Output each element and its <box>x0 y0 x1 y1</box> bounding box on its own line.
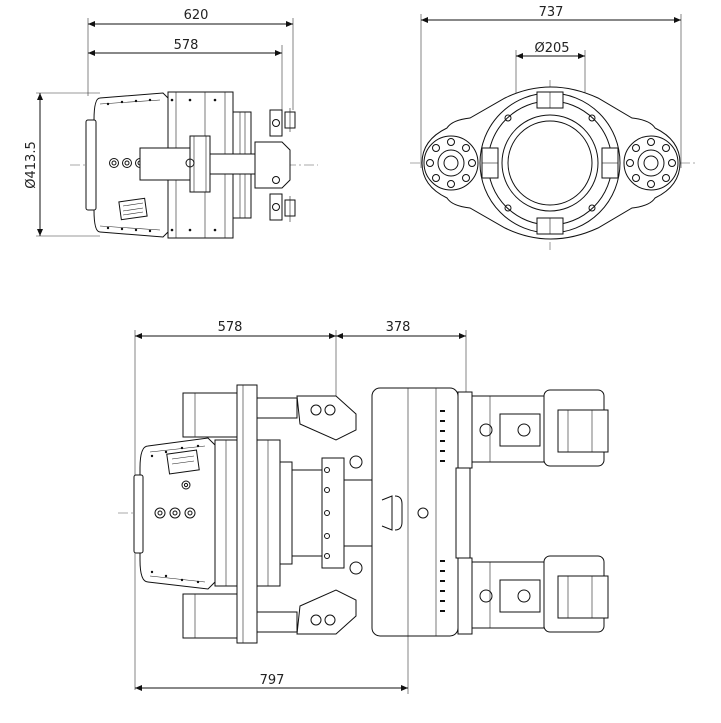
lower-hydraulic-motor <box>471 555 609 633</box>
end-view: 737 Ø205 <box>410 5 695 250</box>
plan-motor-end-cap <box>133 474 144 554</box>
shaft-collar <box>189 135 211 193</box>
dim-label-578-plan: 578 <box>218 320 243 335</box>
upper-hydraulic-motor <box>471 389 609 467</box>
coupling-body <box>291 469 323 557</box>
dim-label-bore: Ø205 <box>534 41 569 56</box>
dim-label-737: 737 <box>539 5 564 20</box>
upper-link <box>256 397 298 419</box>
lower-link <box>256 611 298 633</box>
upper-pin-bracket <box>269 109 283 137</box>
lower-pin-bracket <box>269 193 283 221</box>
plan-mounting-plate <box>236 384 258 644</box>
drive-shaft-housing <box>139 147 191 181</box>
coupling-flange <box>321 457 345 569</box>
dim-label-378: 378 <box>386 320 411 335</box>
lower-pin-lug <box>296 589 357 635</box>
left-ear-boss <box>423 135 479 191</box>
lower-motor-mount <box>457 557 473 635</box>
upper-motor-mount <box>457 391 473 469</box>
dim-label-797: 797 <box>260 673 285 688</box>
main-gearbox-drum <box>371 387 459 637</box>
plan-motor-housing <box>139 437 216 590</box>
plan-view: 578 378 797 <box>118 320 609 694</box>
central-ring <box>479 92 621 234</box>
plan-nameplate <box>166 449 200 475</box>
motor-end-cap <box>85 119 97 211</box>
input-shaft <box>343 479 373 547</box>
upper-pin-lug <box>296 395 357 441</box>
dim-label-578-side: 578 <box>174 38 199 53</box>
nameplate <box>118 197 148 221</box>
upper-arm-cylinder <box>182 392 238 438</box>
company-logo <box>381 495 403 531</box>
dim-label-diameter-side: Ø413.5 <box>24 141 39 188</box>
lower-arm-cylinder <box>182 593 238 639</box>
bore <box>501 114 599 212</box>
drum-center-bolt <box>417 507 429 519</box>
center-bracket <box>455 467 471 559</box>
dim-label-620: 620 <box>184 8 209 23</box>
side-view: 620 578 Ø413.5 <box>24 8 318 239</box>
right-ear-boss <box>623 135 679 191</box>
yoke <box>254 141 291 189</box>
plan-output-flange <box>279 461 293 565</box>
